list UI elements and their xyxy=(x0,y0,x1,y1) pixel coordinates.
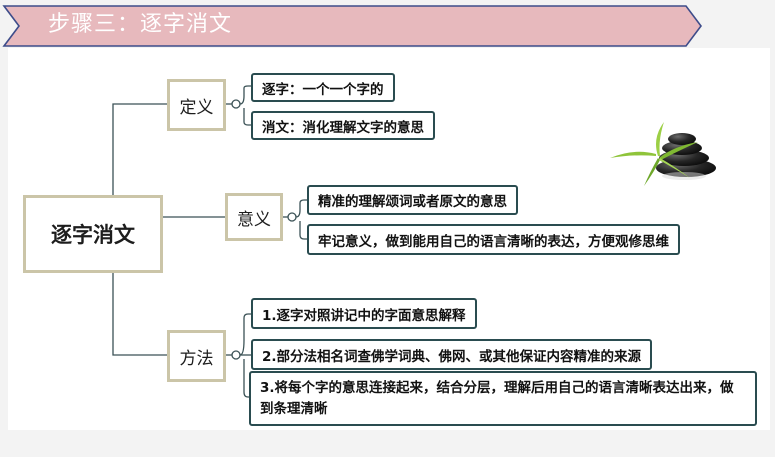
zen-stones-image xyxy=(610,122,716,186)
page-title: 步骤三：逐字消文 xyxy=(48,12,233,37)
leaf-method-3: 3.将每个字的意思连接起来，结合分层，理解后用自己的语言清晰表达出来，做到条理清… xyxy=(249,371,757,426)
mindmap-root: 逐字消文 xyxy=(23,195,163,273)
leaf-meaning-2: 牢记意义，做到能用自己的语言清晰的表达，方便观修思维 xyxy=(307,224,680,255)
leaf-method-1: 1.逐字对照讲记中的字面意思解释 xyxy=(251,298,477,329)
leaf-meaning-1: 精准的理解颂词或者原文的意思 xyxy=(307,185,518,215)
branch-meaning: 意义 xyxy=(225,193,283,241)
leaf-method-2: 2.部分法相名词查佛学词典、佛网、或其他保证内容精准的来源 xyxy=(251,339,653,370)
connector-knob-definition xyxy=(231,99,241,109)
title-banner xyxy=(2,5,702,47)
connector-knob-meaning xyxy=(287,212,297,222)
branch-definition: 定义 xyxy=(167,79,226,131)
leaf-definition-1: 逐字：一个一个字的 xyxy=(251,73,395,102)
leaf-definition-2: 消文：消化理解文字的意思 xyxy=(251,111,435,140)
branch-method: 方法 xyxy=(167,330,226,382)
connector-root-method xyxy=(112,273,167,356)
connector-knob-method xyxy=(231,350,241,360)
connector-root-definition xyxy=(112,103,167,195)
